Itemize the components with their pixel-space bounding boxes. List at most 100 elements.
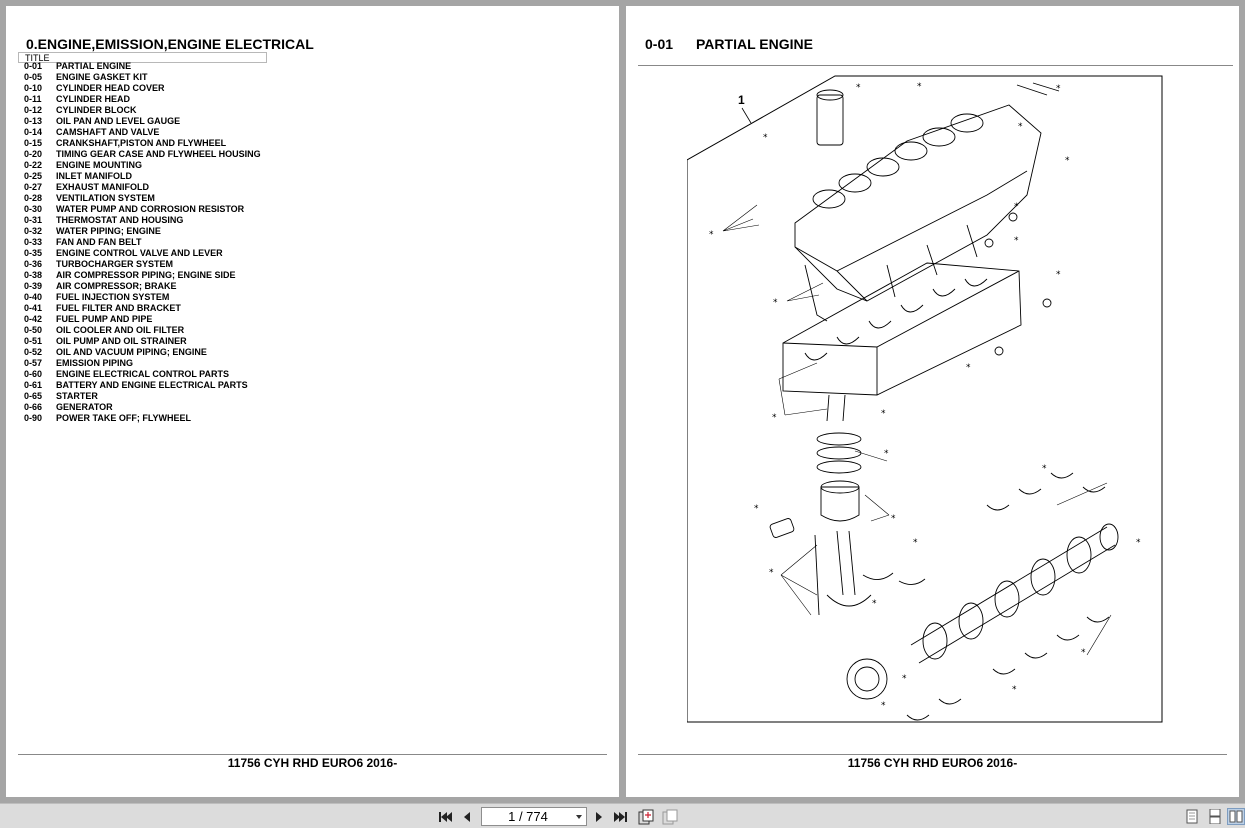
toc-item[interactable]: 0-41 FUEL FILTER AND BRACKET — [24, 303, 261, 314]
footer-divider — [638, 754, 1227, 755]
svg-text:*: * — [1018, 122, 1023, 132]
toc-item-title: OIL PAN AND LEVEL GAUGE — [56, 116, 181, 126]
toc-item-code: 0-39 — [24, 281, 43, 291]
page-number-input[interactable]: 1 / 774 — [481, 807, 587, 826]
toc-item-title: INLET MANIFOLD — [56, 171, 132, 181]
svg-text:*: * — [1012, 685, 1017, 695]
svg-text:*: * — [856, 83, 861, 93]
toc-item[interactable]: 0-39 AIR COMPRESSOR; BRAKE — [24, 281, 261, 292]
piston-rod-drawing — [769, 480, 926, 616]
toc-item-title: FUEL INJECTION SYSTEM — [56, 292, 170, 302]
svg-text:*: * — [966, 363, 971, 373]
continuous-view-icon — [1209, 809, 1221, 824]
svg-text:*: * — [1081, 648, 1086, 658]
toc-item-title: ENGINE GASKET KIT — [56, 72, 148, 82]
first-page-icon — [439, 811, 452, 822]
svg-text:*: * — [884, 449, 889, 459]
toc-item-title: ENGINE CONTROL VALVE AND LEVER — [56, 248, 223, 258]
toc-item[interactable]: 0-28 VENTILATION SYSTEM — [24, 193, 261, 204]
toc-item-title: CYLINDER HEAD — [56, 94, 131, 104]
right-page: 0-01 PARTIAL ENGINE 1 — [626, 6, 1239, 797]
toc-item-title: FUEL FILTER AND BRACKET — [56, 303, 181, 313]
continuous-view-button[interactable] — [1206, 808, 1224, 825]
cylinder-block-drawing — [782, 262, 1052, 422]
fit-width-button[interactable] — [661, 808, 679, 825]
page-indicator: 1 / 774 — [508, 809, 548, 824]
toc-item-code: 0-12 — [24, 105, 43, 115]
toc-item-title: BATTERY AND ENGINE ELECTRICAL PARTS — [56, 380, 248, 390]
toc-item-code: 0-42 — [24, 314, 43, 324]
toc-item-title: VENTILATION SYSTEM — [56, 193, 155, 203]
left-page: 0.ENGINE,EMISSION,ENGINE ELECTRICAL TITL… — [6, 6, 619, 797]
toc-item-title: OIL PUMP AND OIL STRAINER — [56, 336, 187, 346]
svg-text:*: * — [1042, 464, 1047, 474]
svg-text:*: * — [902, 674, 907, 684]
toc-item[interactable]: 0-35 ENGINE CONTROL VALVE AND LEVER — [24, 248, 261, 259]
svg-text:*: * — [881, 409, 886, 419]
exploded-parts-diagram: 1 — [687, 75, 1163, 723]
single-page-view-button[interactable] — [1183, 808, 1201, 825]
prev-page-button[interactable] — [458, 808, 476, 825]
toc-item-title: GENERATOR — [56, 402, 113, 412]
toc-item-code: 0-11 — [24, 94, 42, 104]
toc-item-title: EMISSION PIPING — [56, 358, 134, 368]
toc-item-code: 0-31 — [24, 215, 43, 225]
fit-page-button[interactable] — [637, 808, 655, 825]
toc-item-code: 0-90 — [24, 413, 43, 423]
next-page-icon — [596, 811, 602, 822]
section-title: 0.ENGINE,EMISSION,ENGINE ELECTRICAL — [26, 36, 314, 52]
single-page-view-icon — [1186, 809, 1198, 824]
first-page-button[interactable] — [436, 808, 454, 825]
two-page-view-button[interactable] — [1227, 808, 1245, 825]
toc-item-title: AIR COMPRESSOR; BRAKE — [56, 281, 177, 291]
toc-item-code: 0-41 — [24, 303, 43, 313]
toc-item-title: CYLINDER HEAD COVER — [56, 83, 165, 93]
diagram-title: PARTIAL ENGINE — [696, 36, 813, 52]
toc-item-code: 0-33 — [24, 237, 43, 247]
next-page-button[interactable] — [590, 808, 608, 825]
toc-item-title: TIMING GEAR CASE AND FLYWHEEL HOUSING — [56, 149, 261, 159]
callout-number: 1 — [738, 93, 745, 107]
svg-text:*: * — [881, 701, 886, 711]
svg-text:*: * — [769, 568, 774, 578]
toc-item-code: 0-38 — [24, 270, 43, 280]
svg-text:*: * — [763, 133, 768, 143]
last-page-button[interactable] — [612, 808, 630, 825]
toc-item-code: 0-50 — [24, 325, 43, 335]
toc-item-code: 0-35 — [24, 248, 43, 258]
toc-item-code: 0-28 — [24, 193, 43, 203]
toc-item-title: OIL AND VACUUM PIPING; ENGINE — [56, 347, 207, 357]
toc-item[interactable]: 0-11 CYLINDER HEAD — [24, 94, 261, 105]
toc-item-code: 0-14 — [24, 127, 43, 137]
toc-item-code: 0-01 — [24, 61, 43, 71]
leader-lines — [722, 204, 1112, 656]
